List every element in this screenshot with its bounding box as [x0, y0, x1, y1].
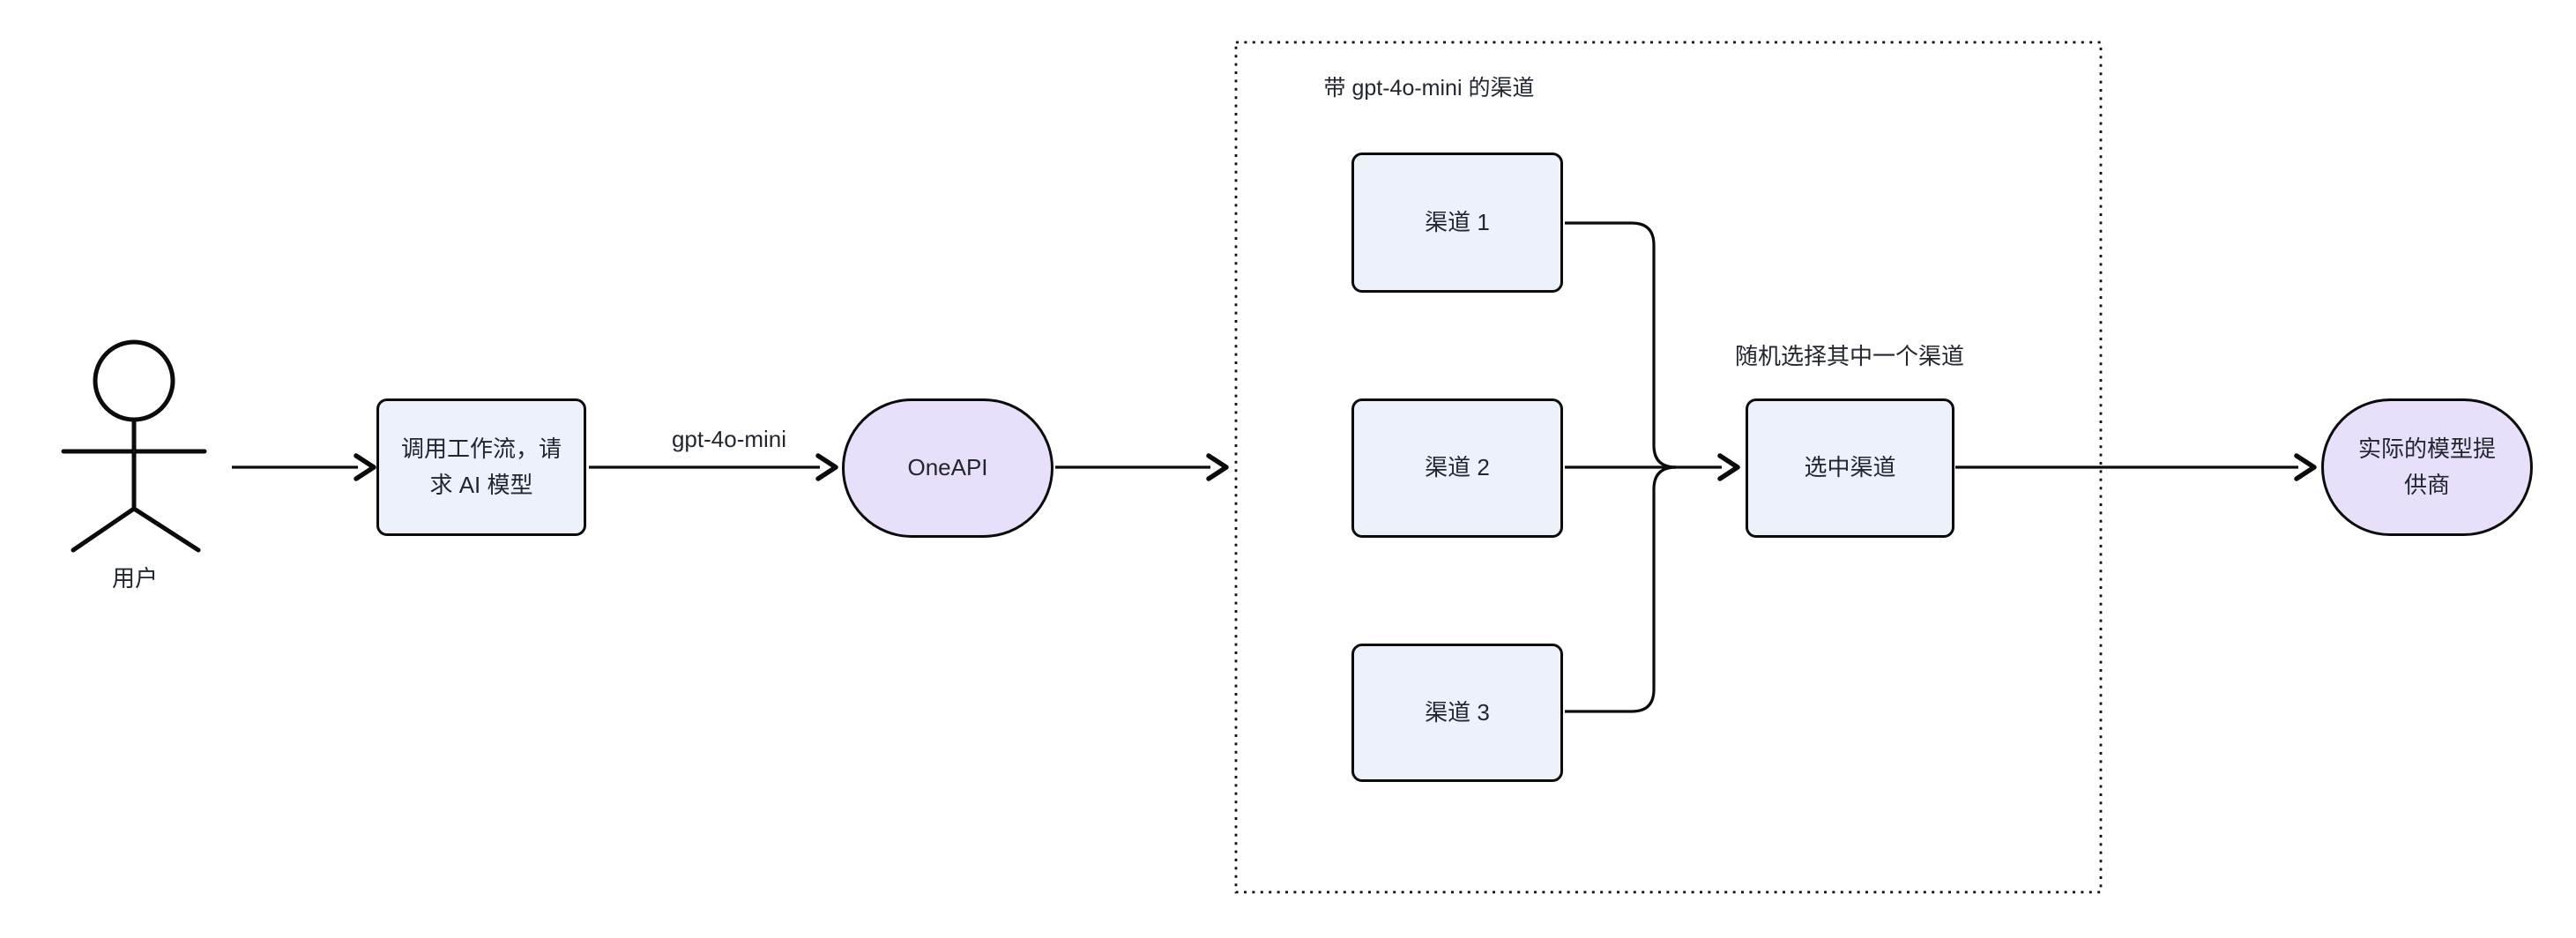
edge-channel1-to-merge: [1565, 221, 1677, 469]
arrowheads: [354, 453, 2317, 481]
edge-label-model: gpt-4o-mini: [671, 426, 787, 452]
actor-label: 用户: [111, 565, 158, 592]
node-workflow-label: 调用工作流，请 求 AI 模型: [400, 435, 562, 498]
arrowhead-into-subgraph: [1206, 453, 1229, 481]
node-channel-3: 渠道 3: [1351, 644, 1563, 782]
node-channel-1: 渠道 1: [1351, 153, 1563, 293]
node-workflow: 调用工作流，请 求 AI 模型: [376, 398, 586, 536]
node-provider-label: 实际的模型提 供商: [2357, 435, 2496, 498]
actor-head: [93, 339, 175, 422]
subgraph-border: [1234, 41, 2103, 894]
node-channel-1-label: 渠道 1: [1425, 208, 1490, 235]
arrowhead-into-selected: [1717, 453, 1740, 481]
arrowhead-into-provider: [2294, 453, 2317, 481]
edge-channel3-to-merge: [1565, 465, 1677, 713]
actor-legs: [71, 506, 201, 553]
arrowhead-into-workflow: [354, 453, 376, 481]
node-oneapi: OneAPI: [842, 398, 1053, 538]
edge-label-random-select: 随机选择其中一个渠道: [1734, 343, 1964, 369]
node-channel-3-label: 渠道 3: [1425, 698, 1490, 726]
subgraph-title: 带 gpt-4o-mini 的渠道: [1323, 76, 1535, 100]
arrowhead-into-oneapi: [815, 453, 838, 481]
node-oneapi-label: OneAPI: [907, 454, 988, 481]
node-channel-2: 渠道 2: [1351, 398, 1563, 538]
node-selected-channel-label: 选中渠道: [1804, 454, 1896, 481]
user-actor-figure: [61, 339, 207, 553]
node-provider: 实际的模型提 供商: [2321, 398, 2533, 536]
edges: [232, 221, 2298, 713]
node-channel-2-label: 渠道 2: [1425, 454, 1490, 481]
node-selected-channel: 选中渠道: [1746, 398, 1954, 538]
